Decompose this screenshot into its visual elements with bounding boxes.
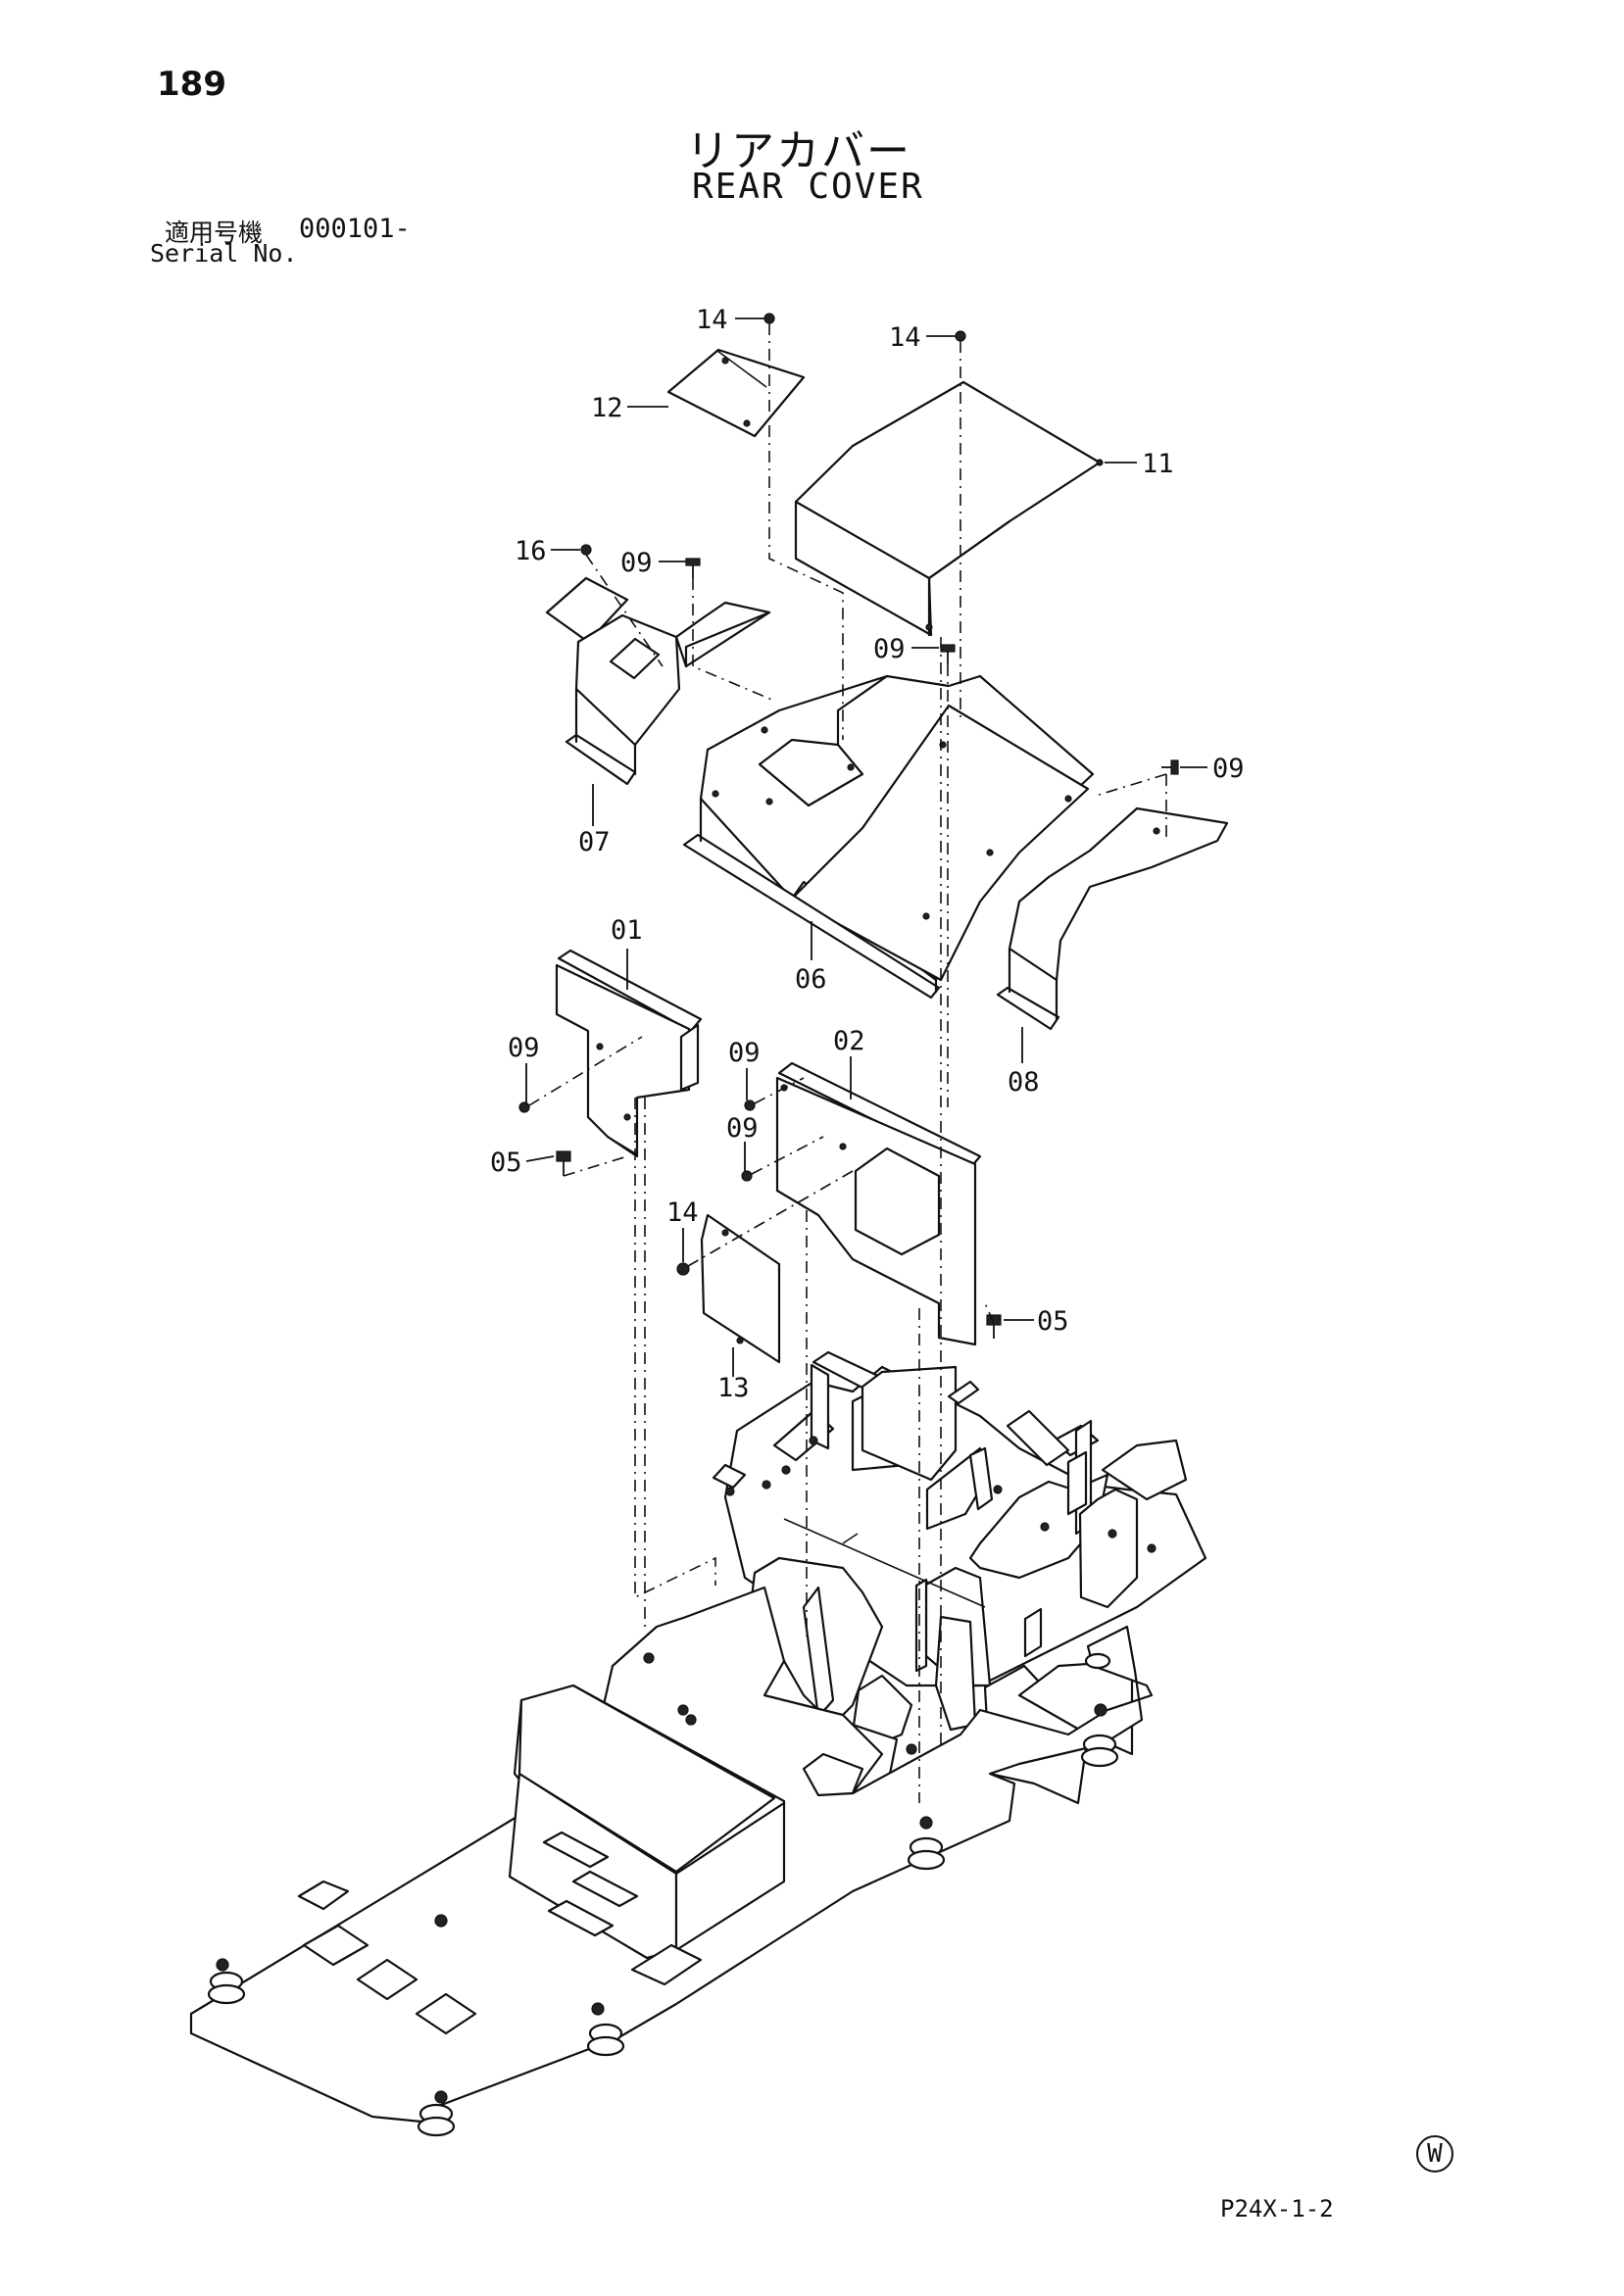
callout-11: 11 xyxy=(1142,449,1174,479)
part-16-panel xyxy=(545,576,629,644)
callout-09-right: 09 xyxy=(1212,754,1245,784)
assembly-lines xyxy=(528,323,1167,1803)
callout-09-panel-02-lower: 09 xyxy=(726,1113,759,1144)
page-number: 189 xyxy=(157,65,226,104)
callout-09-left-panel: 09 xyxy=(508,1033,540,1063)
part-07-left-bracket xyxy=(565,601,771,786)
leader-lines xyxy=(525,318,1207,1377)
callout-labels: 14 12 14 11 16 09 09 09 07 06 08 01 09 0… xyxy=(490,305,1245,1403)
part-01-side-panel xyxy=(555,949,703,1158)
part-11-top-cover xyxy=(794,380,1104,637)
callout-06: 06 xyxy=(795,964,827,995)
part-06-main-cover xyxy=(682,674,1095,1000)
watermark-circled-w: W xyxy=(1416,2135,1453,2173)
callout-14-top-left: 14 xyxy=(696,305,728,335)
callout-05-left: 05 xyxy=(490,1148,522,1178)
callout-09-panel-02-upper: 09 xyxy=(728,1038,761,1068)
callout-08: 08 xyxy=(1008,1067,1040,1098)
callout-07: 07 xyxy=(578,827,611,857)
mount-feet xyxy=(207,1652,1119,2137)
part-08-right-bracket xyxy=(996,806,1229,1031)
serial-label-english: Serial No. xyxy=(150,239,298,268)
callout-14-lower: 14 xyxy=(666,1197,699,1228)
part-02-front-panel xyxy=(775,1061,982,1346)
figure-code: P24X-1-2 xyxy=(1220,2195,1334,2223)
callout-05-right: 05 xyxy=(1037,1306,1069,1337)
part-13-plate xyxy=(700,1213,781,1364)
fasteners xyxy=(518,313,1179,1339)
callout-01: 01 xyxy=(611,915,643,946)
callout-09-center: 09 xyxy=(873,634,906,664)
callout-02: 02 xyxy=(833,1026,865,1056)
callout-09-upper-left: 09 xyxy=(620,548,653,578)
callout-16: 16 xyxy=(515,536,547,566)
callout-13: 13 xyxy=(717,1373,750,1403)
serial-number-range: 000101- xyxy=(299,214,411,244)
serial-label-japanese: 適用号機 xyxy=(165,219,264,247)
part-12-plate xyxy=(666,348,806,438)
callout-12: 12 xyxy=(591,393,623,423)
page-title-english: REAR COVER xyxy=(692,167,924,207)
callout-14-top-right: 14 xyxy=(889,322,921,353)
base-plate xyxy=(189,1586,1154,2124)
page-title-japanese: リアカバー xyxy=(686,126,911,176)
